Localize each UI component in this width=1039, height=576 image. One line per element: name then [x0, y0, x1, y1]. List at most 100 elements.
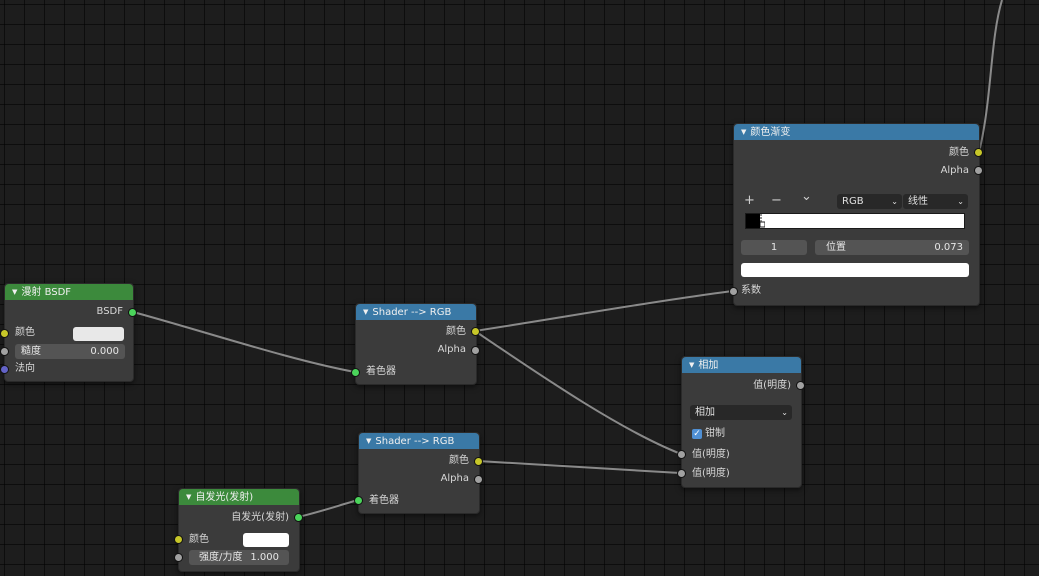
diffuse-bsdf-header[interactable]: ▼漫射 BSDF [5, 284, 133, 300]
input-label-color: 颜色 [15, 327, 35, 338]
add-value-input-socket-1[interactable] [677, 450, 686, 459]
output-label-alpha: Alpha [940, 165, 969, 176]
color-ramp-node[interactable]: ▼颜色渐变 颜色 Alpha + − ⌄ RGB ⌄ 线性 ⌄ 1 位置 0.0… [733, 123, 980, 306]
position-field[interactable]: 位置 0.073 [815, 240, 969, 255]
link-emission-to-shader2[interactable] [297, 499, 359, 518]
collapse-arrow-icon[interactable]: ▼ [186, 493, 192, 501]
input-row-fac: 系数 [734, 282, 979, 300]
interpolation-value: 线性 [908, 196, 928, 207]
output-label-bsdf: BSDF [96, 306, 123, 317]
output-row-emission: 自发光(发射) [179, 509, 299, 527]
collapse-arrow-icon[interactable]: ▼ [689, 361, 695, 369]
input-label-normal: 法向 [15, 363, 35, 374]
collapse-arrow-icon[interactable]: ▼ [12, 288, 18, 296]
link-shader1-to-ramp[interactable] [474, 290, 734, 332]
input-row-shader: 着色器 [359, 492, 479, 510]
node-title: 自发光(发射) [195, 492, 254, 503]
link-diffuse-to-shader1[interactable] [132, 311, 356, 373]
color-swatch[interactable] [73, 327, 124, 341]
shader2-color-output-socket[interactable] [474, 457, 483, 466]
interpolation-dropdown[interactable]: 线性 ⌄ [903, 194, 968, 209]
output-label-color: 颜色 [949, 147, 969, 158]
remove-stop-icon[interactable]: − [771, 193, 782, 208]
stop-color-swatch[interactable] [741, 263, 969, 277]
output-row-color: 颜色 [356, 323, 476, 341]
emission-color-swatch[interactable] [243, 533, 289, 547]
ramp-stop-handle[interactable] [760, 214, 765, 228]
shader-to-rgb-header-1[interactable]: ▼Shader --> RGB [356, 304, 476, 320]
operation-dropdown[interactable]: 相加 ⌄ [690, 405, 792, 420]
node-title: Shader --> RGB [372, 307, 452, 318]
diffuse-color-input-socket[interactable] [0, 329, 9, 338]
math-add-node[interactable]: ▼相加 值(明度) 相加 ⌄ ✓ 钳制 值(明度) 值(明度) [681, 356, 802, 488]
shader1-shader-input-socket[interactable] [351, 368, 360, 377]
output-label-color: 颜色 [449, 455, 469, 466]
output-label-color: 颜色 [446, 326, 466, 337]
diffuse-roughness-input-socket[interactable] [0, 347, 9, 356]
shader1-color-output-socket[interactable] [471, 327, 480, 336]
output-row-bsdf: BSDF [5, 303, 133, 321]
chevron-down-icon: ⌄ [957, 197, 964, 206]
color-ramp-header[interactable]: ▼颜色渐变 [734, 124, 979, 140]
roughness-value: 0.000 [90, 346, 119, 357]
emission-color-input-socket[interactable] [174, 535, 183, 544]
add-stop-icon[interactable]: + [744, 193, 755, 208]
shader-to-rgb-node-2[interactable]: ▼Shader --> RGB 颜色 Alpha 着色器 [358, 432, 480, 514]
link-top-right[interactable] [978, 0, 1003, 153]
chevron-down-icon: ⌄ [781, 408, 788, 417]
collapse-arrow-icon[interactable]: ▼ [366, 437, 372, 445]
shader-to-rgb-node-1[interactable]: ▼Shader --> RGB 颜色 Alpha 着色器 [355, 303, 477, 385]
output-label-alpha: Alpha [437, 344, 466, 355]
emission-output-socket[interactable] [294, 513, 303, 522]
input-row-color: 颜色 [5, 324, 133, 342]
output-label-value: 值(明度) [753, 380, 791, 391]
strength-value: 1.000 [250, 552, 279, 563]
diffuse-normal-input-socket[interactable] [0, 365, 9, 374]
operation-value: 相加 [695, 407, 715, 418]
ramp-fac-input-socket[interactable] [729, 287, 738, 296]
chevron-down-icon[interactable]: ⌄ [801, 189, 812, 204]
add-value-input-socket-2[interactable] [677, 469, 686, 478]
chevron-down-icon: ⌄ [891, 197, 898, 206]
math-add-header[interactable]: ▼相加 [682, 357, 801, 373]
diffuse-bsdf-output-socket[interactable] [128, 308, 137, 317]
clamp-checkbox[interactable]: ✓ [692, 429, 702, 439]
output-label-alpha: Alpha [440, 473, 469, 484]
output-row-color: 颜色 [734, 144, 979, 162]
node-title: 漫射 BSDF [21, 287, 72, 298]
node-title: 颜色渐变 [750, 127, 791, 138]
add-value-output-socket[interactable] [796, 381, 805, 390]
collapse-arrow-icon[interactable]: ▼ [741, 128, 747, 136]
input-row-normal: 法向 [5, 360, 133, 378]
color-mode-dropdown[interactable]: RGB ⌄ [837, 194, 902, 209]
color-mode-value: RGB [842, 196, 864, 207]
shader2-alpha-output-socket[interactable] [474, 475, 483, 484]
shader2-shader-input-socket[interactable] [354, 496, 363, 505]
shader-to-rgb-header-2[interactable]: ▼Shader --> RGB [359, 433, 479, 449]
position-value: 0.073 [934, 242, 963, 253]
input-row-color: 颜色 [179, 531, 299, 549]
shader1-alpha-output-socket[interactable] [471, 346, 480, 355]
ramp-color-output-socket[interactable] [974, 148, 983, 157]
link-shader2-to-add[interactable] [477, 460, 682, 474]
output-row-value: 值(明度) [682, 377, 801, 395]
link-shader1-to-add[interactable] [474, 330, 682, 455]
ramp-black-section [746, 214, 760, 228]
color-ramp-bar[interactable] [745, 213, 965, 229]
collapse-arrow-icon[interactable]: ▼ [363, 308, 369, 316]
emission-node[interactable]: ▼自发光(发射) 自发光(发射) 颜色 强度/力度 1.000 [178, 488, 300, 572]
node-title: Shader --> RGB [375, 436, 455, 447]
emission-header[interactable]: ▼自发光(发射) [179, 489, 299, 505]
input-row-value-2: 值(明度) [682, 465, 801, 483]
strength-label: 强度/力度 [199, 552, 243, 563]
strength-field[interactable]: 强度/力度 1.000 [189, 550, 289, 565]
ramp-alpha-output-socket[interactable] [974, 166, 983, 175]
roughness-field[interactable]: 糙度 0.000 [15, 344, 125, 359]
diffuse-bsdf-node[interactable]: ▼漫射 BSDF BSDF 颜色 糙度 0.000 法向 [4, 283, 134, 382]
emission-strength-input-socket[interactable] [174, 553, 183, 562]
stop-index-field[interactable]: 1 [741, 240, 807, 255]
output-row-alpha: Alpha [356, 341, 476, 359]
output-row-color: 颜色 [359, 452, 479, 470]
